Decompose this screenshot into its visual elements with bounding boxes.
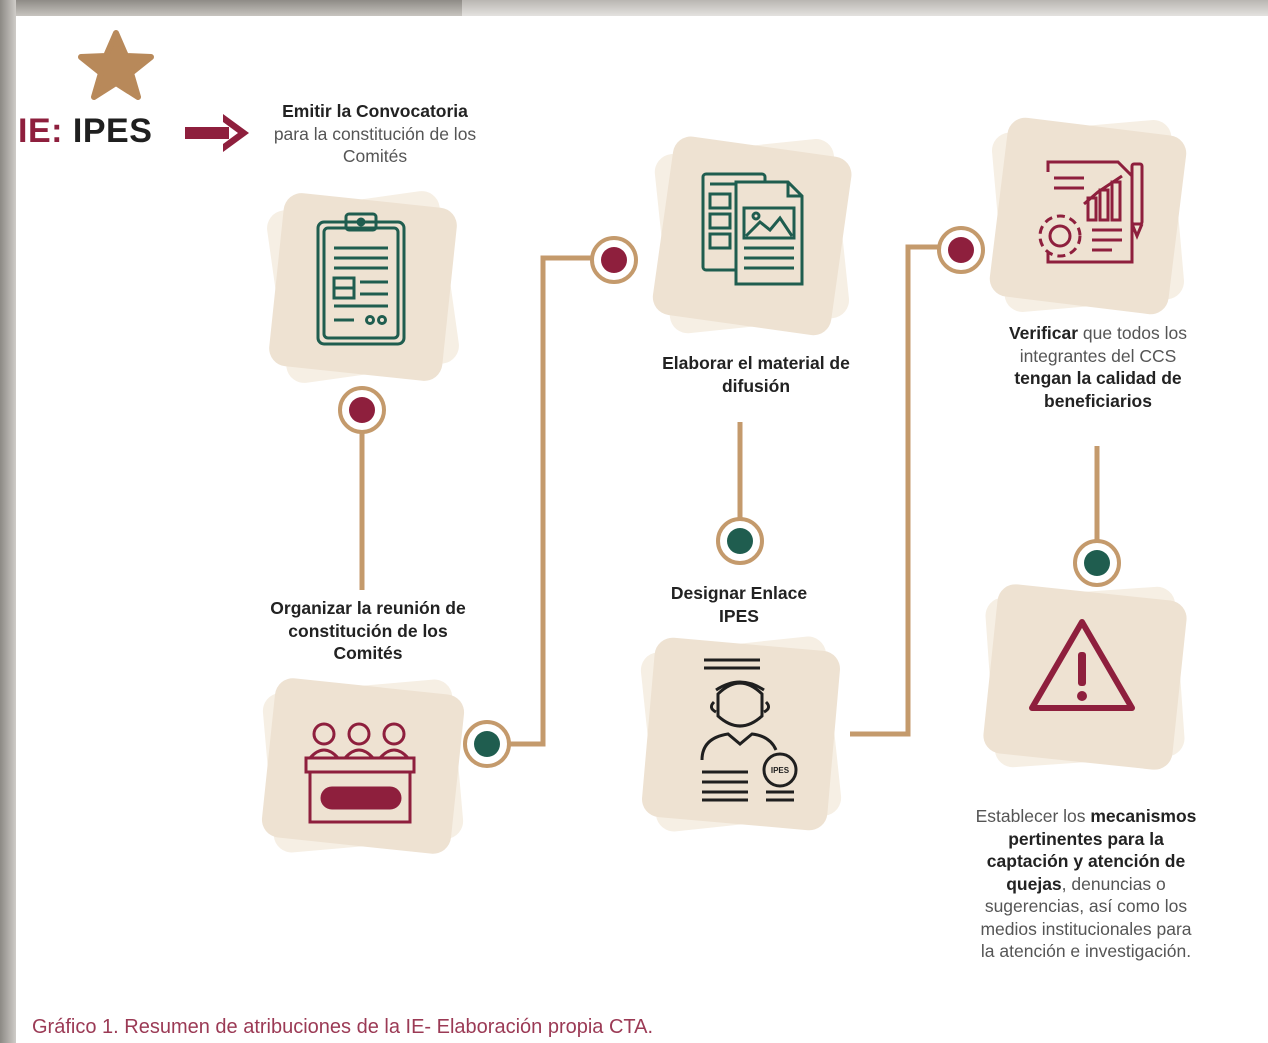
step-establecer-light-2: , denuncias o sugerencias, así como los … bbox=[980, 873, 1192, 962]
step-organizar-bold: Organizar la reunión de constitución de … bbox=[270, 598, 466, 663]
tile-clipboard bbox=[258, 182, 468, 397]
step-verificar-bold-1: Verificar bbox=[1008, 323, 1079, 343]
clipboard-icon bbox=[316, 212, 406, 346]
step-convocatoria-light: para la constitución de los Comités bbox=[273, 123, 477, 167]
node-dot-green-3 bbox=[1073, 539, 1121, 587]
tile-person: IPES bbox=[638, 632, 848, 837]
step-verificar-caption: Verificar que todos los integrantes del … bbox=[1000, 322, 1196, 412]
window-frame-top-left bbox=[0, 0, 462, 16]
documents-icon bbox=[701, 172, 804, 286]
step-elaborar-bold: Elaborar el material de difusión bbox=[662, 353, 850, 396]
step-designar-bold: Designar Enlace IPES bbox=[670, 583, 808, 626]
step-establecer-caption: Establecer los mecanismos pertinentes pa… bbox=[972, 805, 1200, 963]
step-verificar-bold-2: tengan la calidad de beneficiarios bbox=[1014, 368, 1182, 411]
step-designar-caption: Designar Enlace IPES bbox=[650, 582, 828, 627]
tile-warning bbox=[982, 584, 1192, 774]
gear-chart-icon bbox=[1038, 160, 1144, 264]
figure-caption: Gráfico 1. Resumen de atribuciones de la… bbox=[32, 1016, 654, 1038]
warning-icon bbox=[1029, 619, 1135, 711]
ipes-badge: IPES bbox=[771, 766, 790, 775]
step-convocatoria-caption: Emitir la Convocatoria para la constituc… bbox=[255, 100, 495, 168]
header-prefix: IE: bbox=[18, 112, 63, 150]
step-elaborar-caption: Elaborar el material de difusión bbox=[650, 352, 862, 397]
person-icon bbox=[700, 658, 798, 802]
window-frame-left bbox=[0, 0, 16, 1043]
node-dot-maroon-3 bbox=[937, 226, 985, 274]
page-title: IE: IPES bbox=[18, 112, 152, 151]
tile-documents bbox=[648, 132, 858, 347]
star-icon bbox=[78, 30, 154, 100]
step-convocatoria-bold: Emitir la Convocatoria bbox=[282, 101, 468, 121]
node-dot-maroon-2 bbox=[590, 236, 638, 284]
header-title: IPES bbox=[72, 112, 153, 150]
step-organizar-caption: Organizar la reunión de constitución de … bbox=[262, 597, 474, 665]
tile-committee bbox=[258, 678, 468, 862]
node-dot-green-2 bbox=[716, 517, 764, 565]
connector-2 bbox=[508, 255, 592, 747]
committee-icon bbox=[304, 722, 416, 824]
step-verificar-light: que todos los integrantes del CCS bbox=[1019, 323, 1188, 366]
node-dot-maroon-1 bbox=[338, 386, 386, 434]
tile-settings-chart bbox=[988, 112, 1198, 327]
arrow-right-icon bbox=[185, 114, 249, 152]
step-establecer-bold: mecanismos pertinentes para la captación… bbox=[986, 806, 1197, 894]
node-dot-green-1 bbox=[463, 720, 511, 768]
connector-4 bbox=[850, 244, 938, 737]
step-establecer-light-1: Establecer los bbox=[975, 806, 1091, 826]
